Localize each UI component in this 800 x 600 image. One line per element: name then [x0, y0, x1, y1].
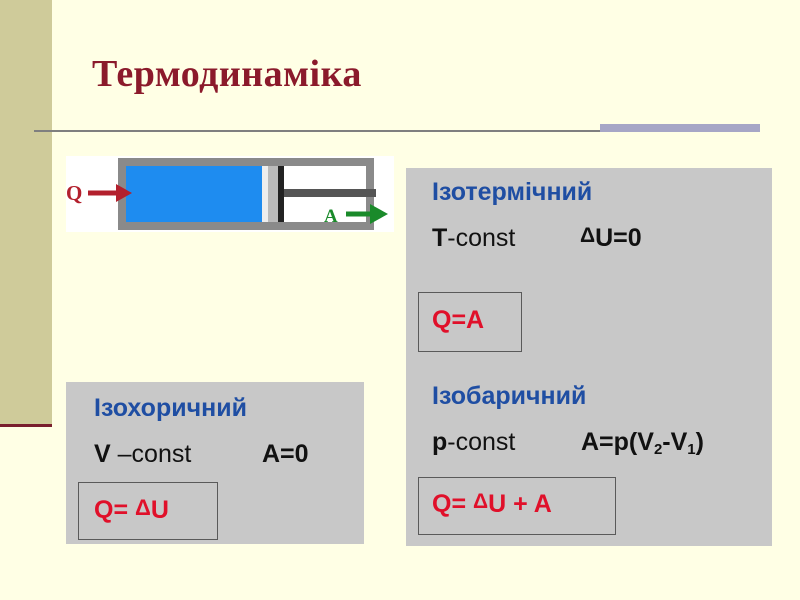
- isochoric-work: A=0: [262, 440, 309, 468]
- delta-symbol: Δ: [135, 495, 151, 520]
- heat-label: Q: [66, 181, 82, 205]
- slide-title: Термодинаміка: [92, 53, 362, 95]
- isochoric-condition: V –const: [94, 440, 192, 468]
- isothermal-energy: ΔU=0: [580, 224, 642, 252]
- isobaric-formula: Q= ΔU + A: [432, 490, 552, 518]
- delta-symbol: Δ: [580, 224, 596, 247]
- work-label: A: [324, 206, 338, 227]
- isobaric-formula-box: [418, 477, 616, 535]
- left-decor-line: [0, 424, 52, 427]
- isobaric-condition: p-const: [432, 428, 516, 456]
- heat-arrow-head: [116, 184, 132, 202]
- title-rule-accent: [600, 124, 760, 132]
- isothermal-heading: Ізотермічний: [432, 178, 593, 206]
- piston-diagram: Q A: [66, 156, 394, 232]
- isobaric-work: A=p(V2-V1): [581, 428, 704, 458]
- isochoric-formula-box: [78, 482, 218, 540]
- isobaric-heading: Ізобаричний: [432, 382, 587, 410]
- title-rule: [34, 130, 760, 132]
- isothermal-formula-box: [418, 292, 522, 352]
- delta-symbol: Δ: [473, 490, 489, 513]
- piston-rod: [284, 189, 376, 197]
- isothermal-condition: T-const: [432, 224, 516, 252]
- gas-volume: [126, 166, 262, 222]
- isochoric-heading: Ізохоричний: [94, 394, 247, 422]
- isochoric-formula: Q= ΔU: [94, 495, 169, 524]
- isothermal-formula: Q=A: [432, 306, 485, 334]
- left-decor-band: [0, 0, 52, 426]
- work-arrow-head: [370, 204, 388, 224]
